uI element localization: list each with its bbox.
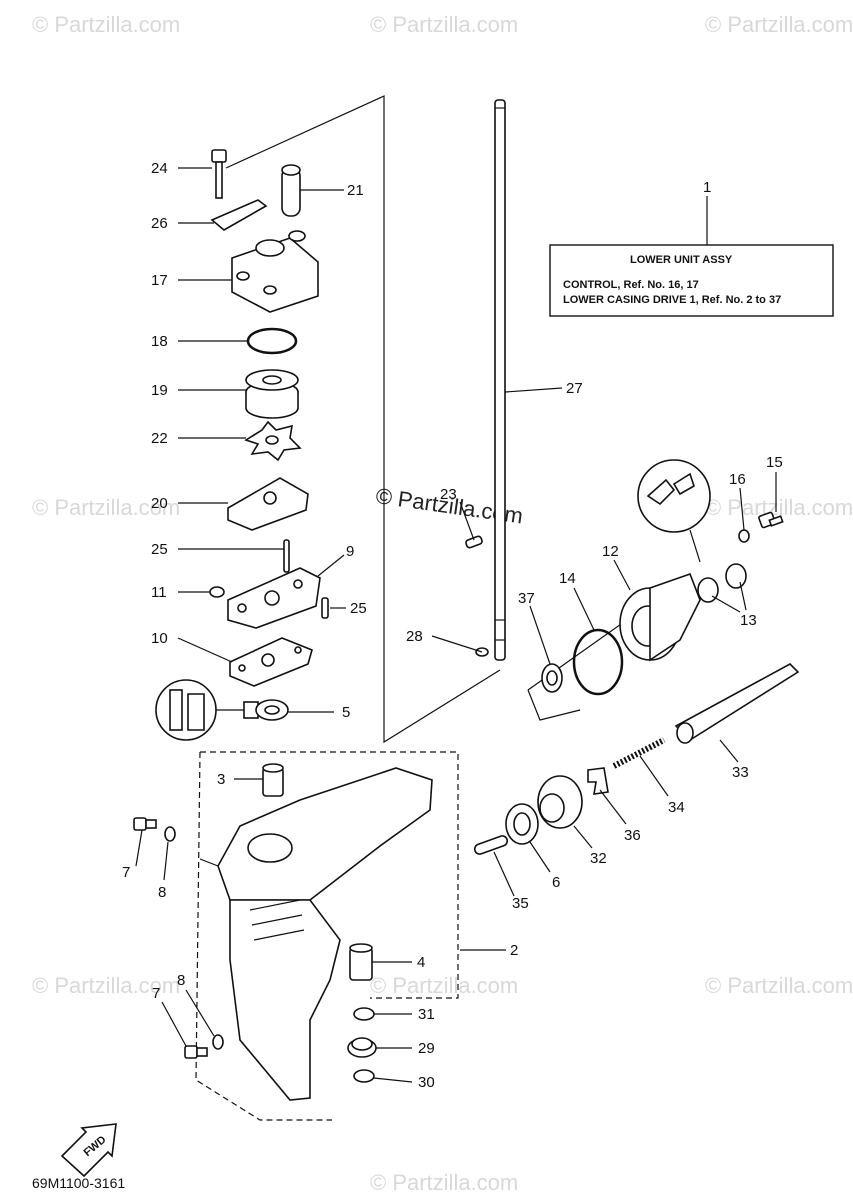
outer-plate	[227, 477, 309, 531]
callout-14: 14	[559, 570, 576, 587]
watermark: © Partzilla.com	[32, 973, 180, 998]
propeller-shaft	[674, 663, 800, 744]
info-box-line2: LOWER CASING DRIVE 1, Ref. No. 2 to 37	[563, 294, 781, 306]
callout-13: 13	[740, 612, 757, 629]
callout-36: 36	[624, 827, 641, 844]
info-box-line1: CONTROL, Ref. No. 16, 17	[563, 279, 699, 291]
callout-5: 5	[342, 704, 350, 721]
cross-pin	[473, 835, 509, 855]
thrust-washer	[353, 1007, 375, 1021]
callout-16: 16	[729, 471, 746, 488]
callout-34: 34	[668, 799, 685, 816]
watermark: © Partzilla.com	[705, 495, 853, 520]
callout-17: 17	[151, 272, 168, 289]
callout-25: 25	[151, 541, 168, 558]
callout-2: 2	[510, 942, 518, 959]
callout-20: 20	[151, 495, 168, 512]
callout-28: 28	[406, 628, 423, 645]
pinion-gear	[347, 1037, 377, 1058]
leader-lines	[135, 167, 777, 1083]
pin	[465, 535, 483, 549]
info-box-title: LOWER UNIT ASSY	[630, 254, 733, 266]
callout-37: 37	[518, 590, 535, 607]
seal	[725, 563, 747, 589]
callout-9: 9	[346, 543, 354, 560]
water-tube	[281, 164, 301, 217]
clutch-dog	[587, 767, 609, 795]
circlip	[353, 1069, 375, 1083]
small-o-ring	[209, 586, 225, 598]
callout-7: 7	[152, 985, 160, 1002]
washer	[738, 529, 750, 543]
retaining-plate	[210, 199, 268, 231]
callout-12: 12	[602, 543, 619, 560]
watermark: © Partzilla.com	[705, 12, 853, 37]
bolt	[758, 511, 784, 529]
impeller	[244, 420, 302, 462]
gasket	[229, 637, 313, 687]
callout-30: 30	[418, 1074, 435, 1091]
lower-casing	[195, 751, 459, 1121]
pin	[283, 539, 290, 573]
callout-6: 6	[552, 874, 560, 891]
callout-26: 26	[151, 215, 168, 232]
drive-shaft	[494, 99, 506, 661]
pump-plate	[227, 567, 321, 629]
watermark: © Partzilla.com	[370, 1170, 518, 1195]
watermark: © Partzilla.com	[32, 495, 180, 520]
insert-cartridge	[245, 369, 299, 419]
callout-27: 27	[566, 380, 583, 397]
callout-35: 35	[512, 895, 529, 912]
washer	[164, 826, 176, 842]
pin	[321, 597, 329, 619]
ball-bearing	[505, 803, 539, 845]
bolt	[211, 149, 227, 199]
callout-3: 3	[217, 771, 225, 788]
seal-detail	[637, 459, 711, 563]
fwd-arrow: FWD	[60, 1123, 117, 1178]
forward-gear	[537, 775, 583, 829]
callout-15: 15	[766, 454, 783, 471]
callout-33: 33	[732, 764, 749, 781]
callout-8: 8	[158, 884, 166, 901]
callout-23: 23	[440, 486, 457, 503]
callout-11: 11	[151, 584, 167, 601]
callout-19: 19	[151, 382, 168, 399]
bearing-detail	[155, 679, 259, 741]
callout-7: 7	[122, 864, 130, 881]
callout-31: 31	[418, 1006, 435, 1023]
watermark: © Partzilla.com	[705, 973, 853, 998]
callout-24: 24	[151, 160, 168, 177]
lower-bushing	[349, 943, 373, 981]
callout-21: 21	[347, 182, 364, 199]
bearing	[255, 699, 289, 721]
large-o-ring	[572, 628, 624, 696]
info-box: LOWER UNIT ASSY CONTROL, Ref. No. 16, 17…	[549, 196, 834, 317]
watermark: © Partzilla.com	[370, 973, 518, 998]
bushing	[262, 763, 284, 797]
diagram-code: 69M1100-3161	[32, 1175, 125, 1191]
callout-32: 32	[590, 850, 607, 867]
callout-4: 4	[417, 954, 425, 971]
watermark: © Partzilla.com	[370, 12, 518, 37]
oil-seal	[541, 663, 563, 693]
clip	[475, 647, 489, 657]
washer	[212, 1034, 224, 1050]
watermark: © Partzilla.com	[32, 12, 180, 37]
callout-25: 25	[350, 600, 367, 617]
screw	[184, 1045, 208, 1059]
o-ring	[246, 327, 298, 355]
spring	[612, 737, 666, 769]
callout-1: 1	[703, 179, 711, 196]
screw	[133, 817, 157, 831]
callout-29: 29	[418, 1040, 435, 1057]
propeller-shaft-housing	[619, 572, 701, 662]
water-pump-housing	[231, 230, 319, 313]
callout-22: 22	[151, 430, 168, 447]
callout-18: 18	[151, 333, 168, 350]
callout-10: 10	[151, 630, 168, 647]
callout-8: 8	[177, 972, 185, 989]
